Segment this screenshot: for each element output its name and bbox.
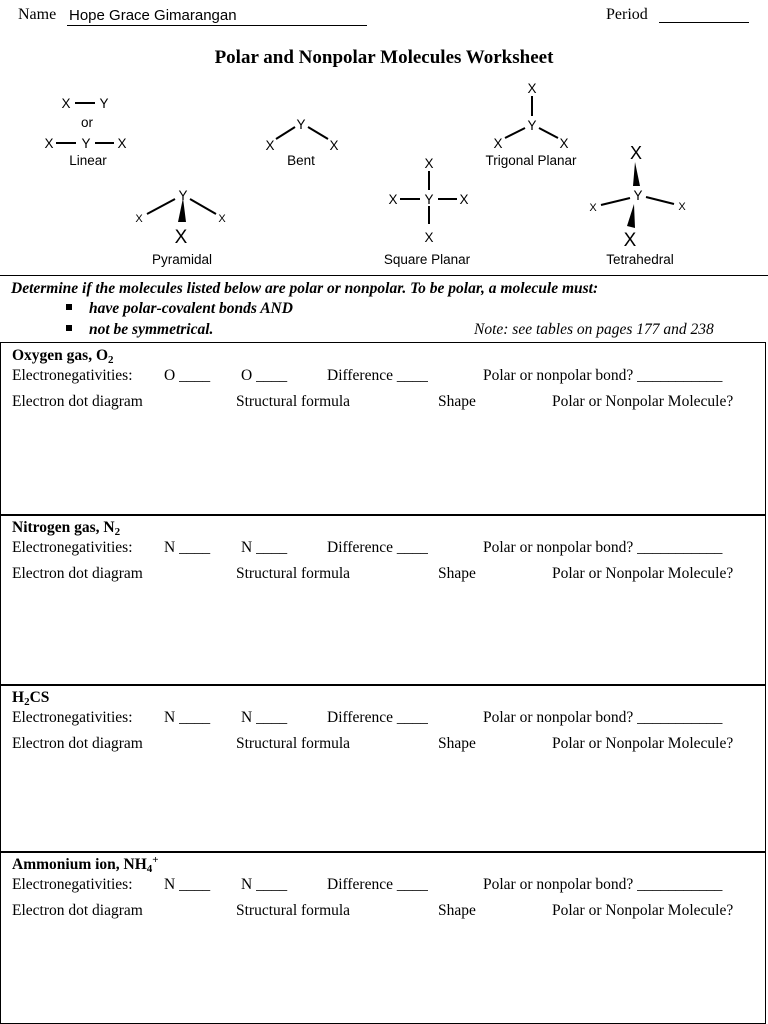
page-note: Note: see tables on pages 177 and 238 — [474, 321, 714, 338]
period-label: Period — [606, 6, 648, 23]
col-polar-molecule: Polar or Nonpolar Molecule? — [552, 393, 734, 410]
atom-x: X — [559, 136, 568, 151]
name-value: Hope Grace Gimarangan — [69, 7, 237, 24]
atom-x: X — [135, 213, 143, 225]
name-field[interactable] — [67, 6, 367, 26]
polar-bond-question: Polar or nonpolar bond? ___________ — [483, 876, 723, 893]
electronegativity-atom1: N ____ — [164, 709, 211, 726]
molecule-name: H2CS — [12, 689, 50, 708]
col-electron-dot: Electron dot diagram — [12, 565, 143, 582]
atom-x: X — [44, 136, 53, 151]
molecule-box-ammonium[interactable]: Ammonium ion, NH4+ Electronegativities: … — [0, 851, 766, 1024]
bullet-icon — [66, 325, 72, 331]
molecular-shapes-diagram: X Y or X Y X Linear Y X X Bent X Y X X T… — [44, 81, 686, 267]
col-electron-dot: Electron dot diagram — [12, 393, 143, 410]
atom-x: X — [175, 227, 188, 248]
atom-x: X — [630, 143, 642, 163]
molecule-box-h2cs[interactable]: H2CS Electronegativities: N ____ N ____ … — [0, 684, 766, 853]
page-title: Polar and Nonpolar Molecules Worksheet — [214, 47, 554, 68]
atom-x: X — [61, 96, 70, 111]
atom-x: X — [265, 138, 274, 153]
electronegativity-atom2: N ____ — [241, 539, 288, 556]
shape-label-trigonal-planar: Trigonal Planar — [485, 153, 577, 168]
electronegativities-label: Electronegativities: — [12, 367, 133, 384]
polar-bond-question: Polar or nonpolar bond? ___________ — [483, 367, 723, 384]
atom-x: X — [678, 201, 686, 213]
shape-label-tetrahedral: Tetrahedral — [606, 252, 674, 267]
instructions-text: Determine if the molecules listed below … — [11, 280, 599, 297]
atom-x: X — [388, 192, 397, 207]
polar-bond-question: Polar or nonpolar bond? ___________ — [483, 539, 723, 556]
col-polar-molecule: Polar or Nonpolar Molecule? — [552, 735, 734, 752]
shape-label-square-planar: Square Planar — [384, 252, 471, 267]
instruction-bullet: have polar-covalent bonds AND — [66, 300, 293, 318]
atom-y: Y — [178, 188, 187, 203]
col-structural-formula: Structural formula — [236, 902, 351, 919]
molecule-name: Oxygen gas, O2 — [12, 347, 114, 366]
molecule-name: Nitrogen gas, N2 — [12, 519, 121, 538]
col-electron-dot: Electron dot diagram — [12, 902, 143, 919]
difference-label: Difference ____ — [327, 709, 428, 726]
polar-bond-question: Polar or nonpolar bond? ___________ — [483, 709, 723, 726]
instruction-bullet: not be symmetrical. — [66, 321, 213, 339]
atom-y: Y — [424, 192, 433, 207]
electronegativity-atom2: N ____ — [241, 709, 288, 726]
section-divider — [0, 275, 768, 276]
atom-x: X — [329, 138, 338, 153]
col-electron-dot: Electron dot diagram — [12, 735, 143, 752]
col-structural-formula: Structural formula — [236, 393, 351, 410]
atom-x: X — [493, 136, 502, 151]
col-polar-molecule: Polar or Nonpolar Molecule? — [552, 902, 734, 919]
atom-x: X — [589, 202, 597, 214]
atom-x: X — [459, 192, 468, 207]
shape-label-linear: Linear — [69, 153, 107, 168]
atom-y: Y — [633, 188, 642, 203]
col-structural-formula: Structural formula — [236, 565, 351, 582]
name-label: Name — [18, 6, 57, 23]
period-field[interactable] — [659, 6, 749, 23]
atom-x: X — [117, 136, 126, 151]
difference-label: Difference ____ — [327, 876, 428, 893]
atom-y: Y — [527, 118, 536, 133]
electronegativity-atom1: N ____ — [164, 876, 211, 893]
atom-x: X — [218, 213, 226, 225]
col-shape: Shape — [438, 565, 476, 582]
col-shape: Shape — [438, 735, 476, 752]
electronegativities-label: Electronegativities: — [12, 876, 133, 893]
atom-y: Y — [81, 136, 90, 151]
electronegativity-atom2: N ____ — [241, 876, 288, 893]
electronegativities-label: Electronegativities: — [12, 539, 133, 556]
molecule-box-nitrogen[interactable]: Nitrogen gas, N2 Electronegativities: N … — [0, 514, 766, 686]
bullet-icon — [66, 304, 72, 310]
linear-or-text: or — [81, 115, 94, 130]
col-polar-molecule: Polar or Nonpolar Molecule? — [552, 565, 734, 582]
shape-label-bent: Bent — [287, 153, 315, 168]
atom-y: Y — [296, 117, 305, 132]
difference-label: Difference ____ — [327, 367, 428, 384]
atom-y: Y — [99, 96, 108, 111]
electronegativity-atom2: O ____ — [241, 367, 288, 384]
shape-label-pyramidal: Pyramidal — [152, 252, 212, 267]
electronegativity-atom1: O ____ — [164, 367, 211, 384]
electronegativity-atom1: N ____ — [164, 539, 211, 556]
difference-label: Difference ____ — [327, 539, 428, 556]
col-shape: Shape — [438, 393, 476, 410]
col-shape: Shape — [438, 902, 476, 919]
molecule-name: Ammonium ion, NH4+ — [12, 854, 159, 875]
atom-x: X — [527, 81, 536, 96]
atom-x: X — [624, 230, 637, 251]
atom-x: X — [424, 156, 433, 171]
col-structural-formula: Structural formula — [236, 735, 351, 752]
electronegativities-label: Electronegativities: — [12, 709, 133, 726]
molecule-box-oxygen[interactable]: Oxygen gas, O2 Electronegativities: O __… — [0, 342, 766, 516]
atom-x: X — [424, 230, 433, 245]
